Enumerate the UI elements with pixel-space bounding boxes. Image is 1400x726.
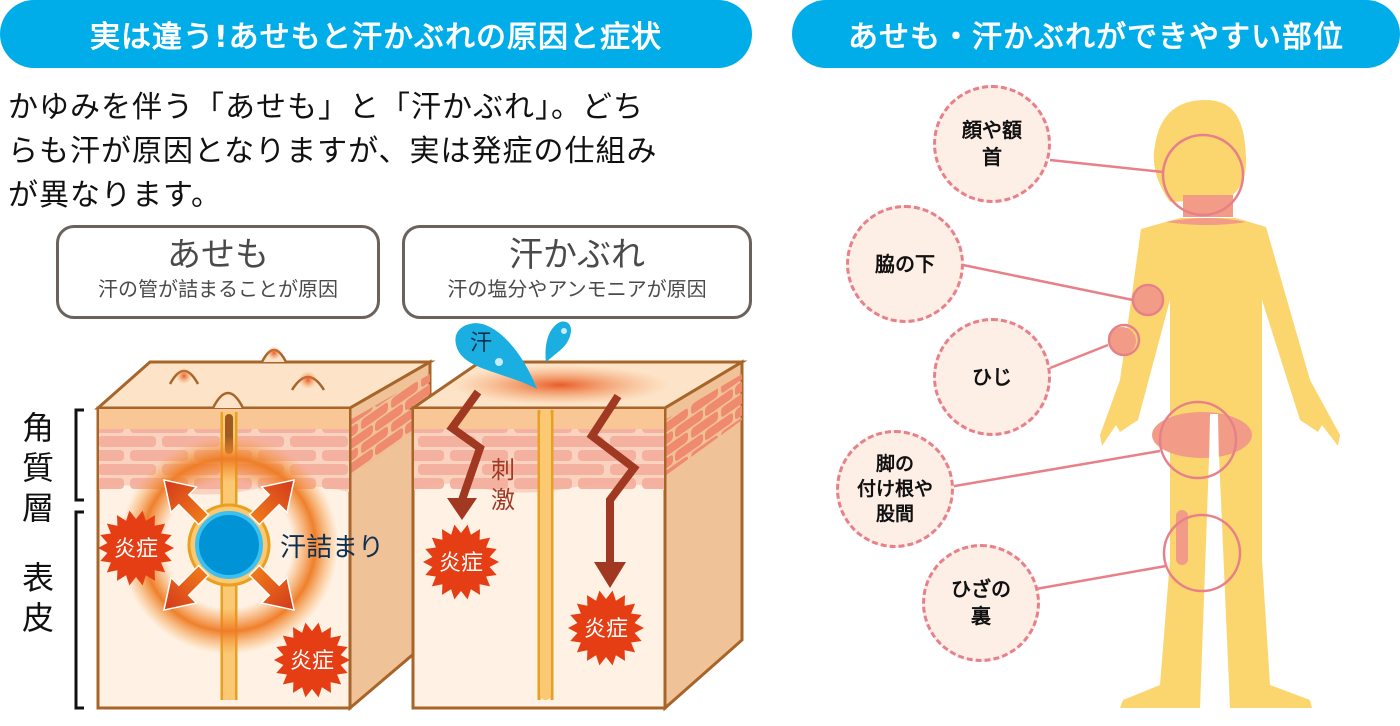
pressure-arrows	[162, 478, 296, 612]
asemo-cause: 汗の管が詰まることが原因	[98, 277, 338, 301]
intro-paragraph: かゆみを伴う「あせも」と「汗かぶれ」。どち らも汗が原因となりますが、実は発症の…	[8, 86, 758, 218]
body-part-line: 顔や額	[962, 118, 1022, 142]
vertical-label-char: 皮	[21, 599, 54, 637]
vertical-label-char: 層	[21, 489, 54, 527]
highlight-areas	[1108, 195, 1252, 565]
body-part-face-neck: 顔や額首	[933, 85, 1051, 203]
sweat-label: 汗	[470, 331, 492, 356]
vertical-label-char: 表	[21, 559, 54, 597]
stimulus-label-1: 刺	[491, 456, 515, 484]
right-header-text: あせも・汗かぶれができやすい部位	[848, 20, 1344, 55]
stimulus-label-2: 激	[491, 486, 515, 514]
asemo-skin-block	[94, 346, 436, 712]
right-section-header: あせも・汗かぶれができやすい部位	[792, 0, 1400, 68]
stimulus-arrows	[446, 389, 640, 588]
left-header-text: 実は違う!あせもと汗かぶれの原因と症状	[89, 20, 663, 55]
body-part-line: 股間	[875, 502, 914, 525]
callout-lines	[942, 133, 1245, 593]
epidermis-label: 表皮	[18, 558, 58, 638]
inflammation-label: 炎症	[114, 537, 158, 562]
inflammation-burst-icon	[568, 590, 644, 666]
body-part-groin: 脚の付け根や股間	[836, 430, 954, 548]
stratum-corneum-label: 角質層	[18, 408, 58, 528]
intro-line: らも汗が原因となりますが、実は発症の仕組み	[8, 134, 658, 169]
inflammation-label: 炎症	[439, 551, 483, 576]
sweat-blockage-icon	[195, 511, 263, 579]
intro-line: かゆみを伴う「あせも」と「汗かぶれ」。どち	[8, 90, 644, 125]
asekabure-cause: 汗の塩分やアンモニアが原因	[447, 277, 707, 301]
vertical-label-char: 質	[21, 449, 54, 487]
body-part-line: 首	[982, 145, 1002, 169]
left-section-header: 実は違う!あせもと汗かぶれの原因と症状	[0, 0, 752, 68]
body-part-line: 脚の	[875, 452, 914, 475]
vertical-label-char: 角	[21, 409, 54, 447]
layer-brackets	[74, 408, 84, 710]
asekabure-label-box: 汗かぶれ 汗の塩分やアンモニアが原因	[402, 225, 752, 319]
body-part-line: 付け根や	[856, 477, 933, 500]
intro-line: が異なります。	[8, 178, 222, 213]
body-part-line: ひじ	[972, 364, 1012, 389]
inflammation-burst-icon	[98, 510, 174, 586]
inflammation-burst-icon	[274, 622, 350, 698]
body-part-line: 脇の下	[875, 251, 935, 276]
asekabure-title: 汗かぶれ	[509, 235, 645, 275]
inflammation-label: 炎症	[584, 617, 628, 642]
sweat-blockage-label: 汗詰まり	[280, 533, 384, 563]
sweat-drop-icon	[455, 321, 572, 389]
body-part-line: 裏	[971, 604, 991, 628]
body-part-line: ひざの	[951, 577, 1011, 601]
body-part-elbow: ひじ	[933, 318, 1051, 436]
asemo-title: あせも	[167, 235, 269, 275]
body-part-armpit: 脇の下	[846, 205, 964, 323]
body-part-back-of-knee: ひざの裏	[922, 544, 1040, 662]
inflammation-label: 炎症	[290, 649, 334, 674]
inflammation-burst-icon	[423, 524, 499, 600]
asemo-label-box: あせも 汗の管が詰まることが原因	[56, 225, 380, 319]
